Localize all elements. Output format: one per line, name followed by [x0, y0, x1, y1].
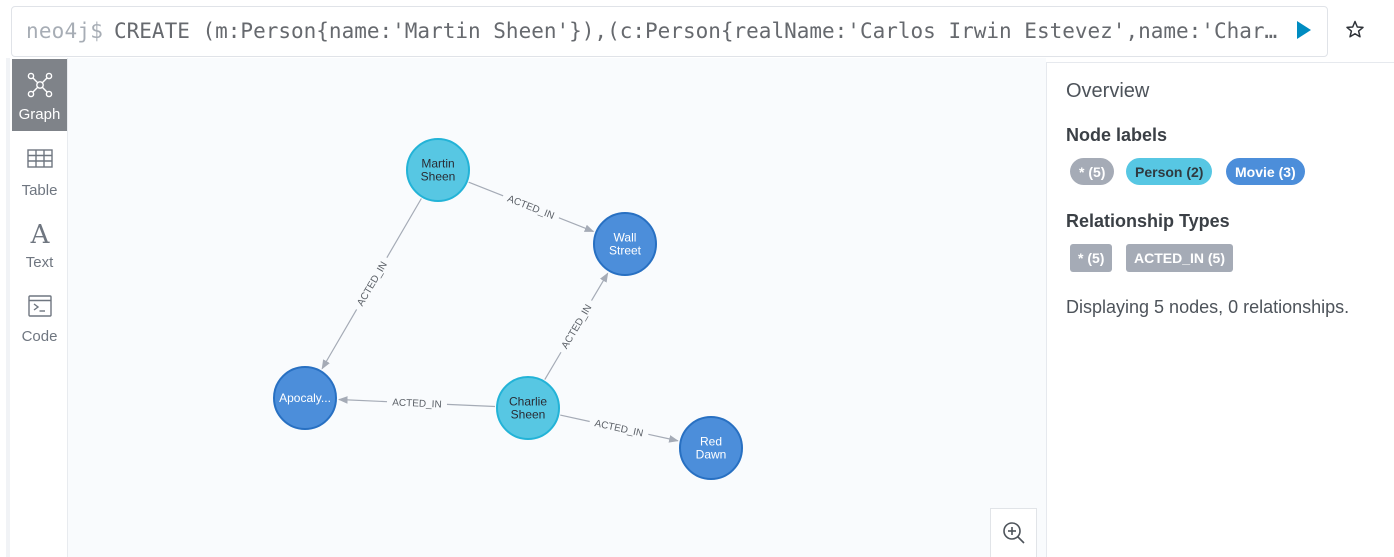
relationship-line[interactable] [321, 309, 358, 370]
table-icon [27, 149, 53, 168]
tab-code[interactable]: Code [12, 281, 67, 353]
overview-panel: Overview Node labels * (5) Person (2) Mo… [1046, 62, 1394, 557]
node-label-person[interactable]: Person (2) [1126, 158, 1213, 185]
overview-status: Displaying 5 nodes, 0 relationships. [1066, 297, 1350, 317]
node-caption: Red [700, 435, 722, 449]
relationship-line[interactable] [468, 181, 504, 197]
graph-icon [27, 72, 53, 98]
relationship-types-heading: Relationship Types [1066, 211, 1230, 231]
code-icon [28, 295, 52, 317]
svg-text:A: A [30, 220, 51, 247]
relationship-label: ACTED_IN [392, 397, 442, 410]
node-circle[interactable] [406, 138, 470, 202]
node-label-all[interactable]: * (5) [1070, 158, 1115, 185]
text-icon: A [30, 220, 51, 247]
rel-type-all[interactable]: * (5) [1070, 244, 1113, 272]
node-labels-heading: Node labels [1066, 125, 1168, 145]
tab-graph-label: Graph [18, 106, 61, 123]
editor-bar: neo4j$ CREATE (m:Person{name:'Martin She… [0, 0, 1394, 58]
overview-title: Overview [1066, 80, 1150, 102]
relationship-line[interactable] [558, 217, 595, 233]
view-mode-sidebar: Graph Table A Text Code [6, 58, 68, 557]
node-caption: Street [609, 244, 642, 258]
node-caption: Dawn [696, 448, 727, 462]
tab-table[interactable]: Table [12, 135, 67, 207]
play-icon [1297, 21, 1311, 39]
run-query-button[interactable] [1290, 17, 1316, 43]
relationship-martin-wall[interactable]: ACTED_IN [468, 181, 595, 233]
graph-visualization[interactable]: ACTED_IN ACTED_IN ACTED_IN ACTED_IN ACTED_IN… [68, 58, 1046, 557]
relationship-line[interactable] [338, 396, 388, 404]
relationship-charlie-apoc[interactable]: ACTED_IN [338, 396, 496, 411]
relationship-line[interactable] [544, 351, 562, 380]
query-input[interactable]: CREATE (m:Person{name:'Martin Sheen'}),(… [114, 19, 1282, 43]
relationship-charlie-wall[interactable]: ACTED_IN [544, 272, 609, 380]
node-caption: Martin [421, 157, 454, 171]
relationship-label: ACTED_IN [593, 418, 644, 439]
node-caption: Wall [614, 231, 637, 245]
relationship-line[interactable] [560, 414, 590, 423]
relationship-line[interactable] [446, 403, 496, 408]
node-caption: Sheen [421, 170, 456, 184]
relationship-line[interactable] [386, 198, 422, 258]
zoom-in-icon [1003, 522, 1025, 544]
node-label-movie[interactable]: Movie (3) [1226, 158, 1305, 185]
star-icon [1346, 20, 1364, 38]
relationship-label: ACTED_IN [560, 303, 595, 351]
node-circle[interactable] [273, 366, 337, 430]
tab-code-label: Code [21, 328, 58, 345]
relationship-line[interactable] [648, 433, 679, 443]
tab-text-label: Text [25, 254, 54, 271]
node-caption: Sheen [511, 408, 546, 422]
zoom-in-button[interactable] [990, 508, 1037, 557]
relationship-charlie-red[interactable]: ACTED_IN [560, 414, 679, 443]
query-editor[interactable]: neo4j$ CREATE (m:Person{name:'Martin She… [11, 6, 1328, 57]
relationship-line[interactable] [591, 272, 609, 301]
node-caption: Charlie [509, 395, 547, 409]
graph-canvas[interactable]: ACTED_IN ACTED_IN ACTED_IN ACTED_IN ACTED_IN… [68, 58, 1046, 557]
relationship-label: ACTED_IN [355, 260, 389, 308]
node-circle[interactable] [496, 376, 560, 440]
node-caption: Apocaly... [279, 391, 331, 405]
rel-type-acted-in[interactable]: ACTED_IN (5) [1126, 244, 1234, 272]
node-circle[interactable] [593, 212, 657, 276]
tab-text[interactable]: A Text [12, 207, 67, 279]
tab-graph[interactable]: Graph [12, 59, 67, 131]
relationship-martin-apoc[interactable]: ACTED_IN [321, 198, 422, 370]
favorite-button[interactable] [1343, 18, 1367, 42]
graph-node-apoc[interactable]: Apocaly... [273, 366, 337, 430]
editor-prompt: neo4j$ [26, 19, 104, 43]
tab-table-label: Table [21, 182, 58, 199]
node-circle[interactable] [679, 416, 743, 480]
relationship-label: ACTED_IN [506, 194, 556, 222]
